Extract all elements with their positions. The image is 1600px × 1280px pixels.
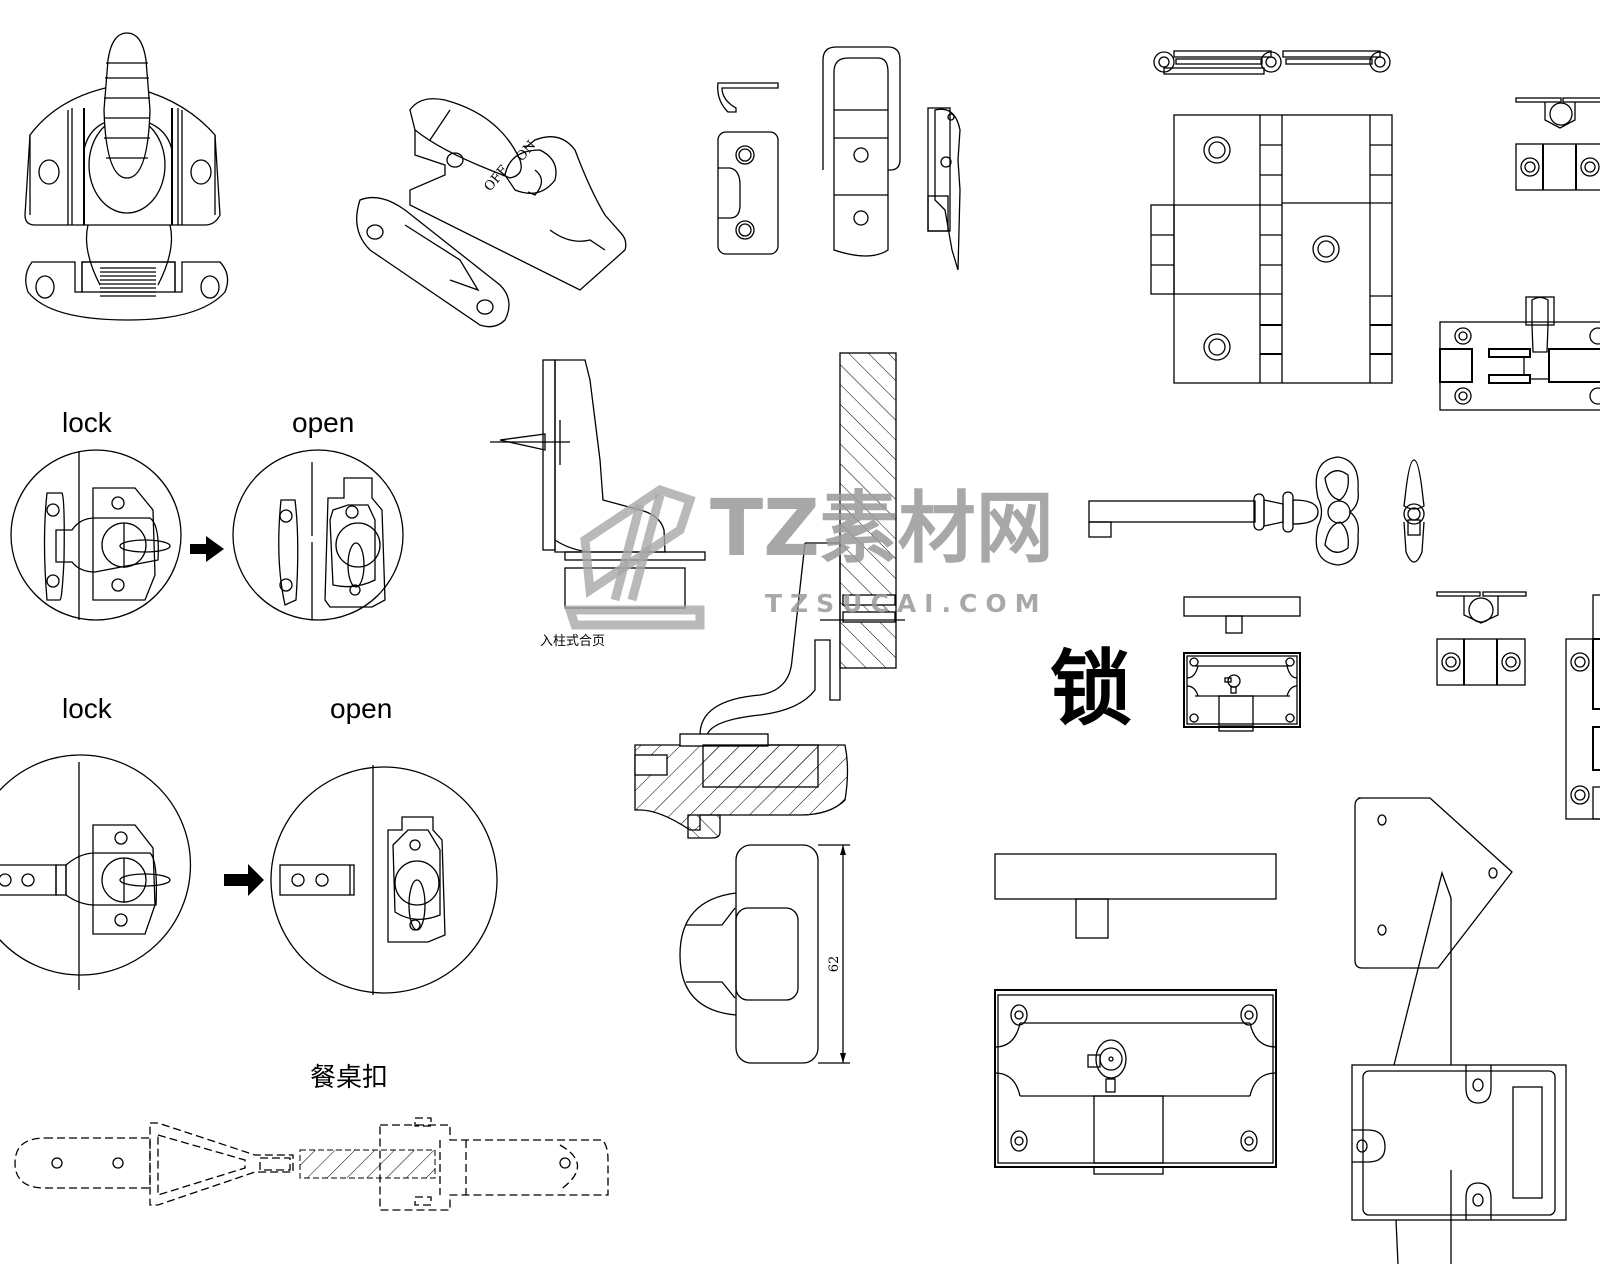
knuckles	[1260, 144, 1392, 355]
lock-section-title: 锁	[1050, 641, 1132, 737]
hasp-parts	[717, 46, 961, 271]
skeleton-key	[1088, 456, 1359, 566]
table-clasp-title: 餐桌扣	[310, 1063, 388, 1093]
butt-hinge-drawing	[1150, 50, 1393, 384]
concealed-hinge-caption: 入柱式合页	[540, 634, 605, 649]
tall-hinge-right-edge	[1565, 594, 1600, 820]
watermark-logo-icon	[563, 485, 705, 630]
cabinet-lock-with-strike	[1351, 797, 1567, 1265]
sash-lock-front-view	[24, 32, 229, 321]
lock-label-2: lock	[62, 693, 113, 724]
barrel-bolt	[1439, 296, 1600, 411]
key-side-view	[1403, 459, 1425, 563]
right-arrow-icon	[224, 864, 264, 896]
right-arrow-icon	[190, 536, 224, 562]
butt-hinge-top-edge	[1153, 50, 1391, 75]
open-label-2: open	[330, 693, 392, 724]
glass-door-knob: 62	[679, 844, 850, 1064]
watermark: TZ素材网 TZSUCAI.COM	[563, 484, 1054, 630]
table-clasp-drawing	[14, 1117, 609, 1211]
lock-state-diagram-2	[0, 754, 498, 995]
sash-lock-isometric-view: OFF ON	[356, 98, 627, 328]
small-hinge-top-right	[1515, 97, 1600, 191]
small-drawer-lock	[1183, 596, 1301, 732]
large-drawer-lock	[994, 853, 1277, 1175]
thread-lines	[100, 267, 156, 297]
small-hinge-middle-right	[1436, 591, 1527, 686]
lock-label-1: lock	[62, 407, 113, 438]
watermark-brand: TZ素材网	[710, 484, 1054, 574]
lock-state-diagram-1	[10, 449, 404, 621]
watermark-domain: TZSUCAI.COM	[765, 589, 1047, 618]
dimension-62-label: 62	[827, 956, 842, 973]
on-label: ON	[514, 138, 540, 165]
inset-hinge-section	[634, 352, 905, 839]
open-label-1: open	[292, 407, 354, 438]
